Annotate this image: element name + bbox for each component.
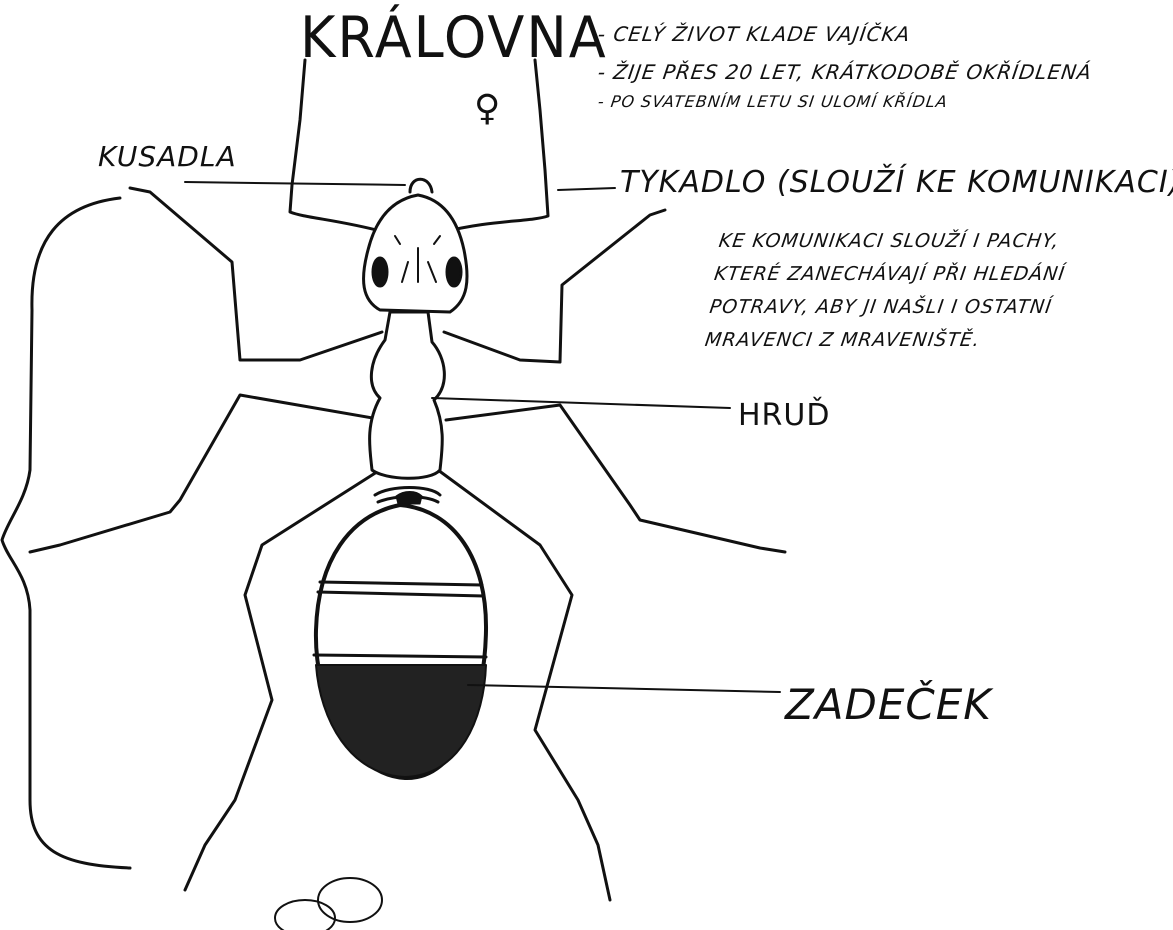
- queen-note-1: - CELÝ ŽIVOT KLADE VAJÍČKA: [596, 22, 912, 46]
- abdomen-tip: [316, 665, 486, 777]
- abdomen-stripe-2: [314, 655, 486, 657]
- front-left-leg: [130, 188, 382, 360]
- middle-left-leg: [30, 395, 384, 552]
- communication-paragraph: KE KOMUNIKACI SLOUŽÍ I PACHY, KTERÉ ZANE…: [703, 225, 1162, 357]
- right-antenna: [444, 60, 548, 232]
- pointer-zadecek: [468, 685, 780, 692]
- ant-head: [364, 195, 468, 312]
- label-antenna: TYKADLO (SLOUŽÍ KE KOMUNIKACI): [620, 165, 1173, 200]
- paragraph-line: KE KOMUNIKACI SLOUŽÍ I PACHY,: [717, 225, 1162, 258]
- front-right-leg: [444, 210, 665, 362]
- leg-bracket: [2, 198, 130, 868]
- petiole-dark: [396, 492, 422, 505]
- middle-right-leg: [446, 405, 785, 552]
- right-eye: [447, 258, 461, 286]
- pointer-tykadlo: [558, 188, 615, 190]
- pointer-kusadla: [185, 182, 405, 185]
- diagram-title: KRÁLOVNA: [300, 4, 608, 70]
- mandibles: [410, 179, 432, 192]
- paragraph-line: KTERÉ ZANECHÁVAJÍ PŘI HLEDÁNÍ: [712, 258, 1157, 291]
- pointer-hrud: [432, 398, 730, 408]
- paragraph-line: MRAVENCI Z MRAVENIŠTĚ.: [703, 324, 1148, 357]
- queen-note-2: - ŽIJE PŘES 20 LET, KRÁTKODOBĚ OKŘÍDLENÁ: [596, 60, 1093, 84]
- label-thorax: HRUĎ: [738, 398, 830, 433]
- label-mandibles: KUSADLA: [98, 140, 237, 173]
- label-abdomen: ZADEČEK: [785, 680, 992, 729]
- paragraph-line: POTRAVY, ABY JI NAŠLI I OSTATNÍ: [707, 291, 1152, 324]
- left-eye: [373, 258, 387, 286]
- queen-note-3: - PO SVATEBNÍM LETU SI ULOMÍ KŘÍDLA: [597, 92, 949, 111]
- left-antenna: [290, 60, 384, 232]
- female-symbol: ♀: [474, 88, 501, 129]
- ant-thorax: [370, 312, 445, 478]
- egg-1: [318, 878, 382, 922]
